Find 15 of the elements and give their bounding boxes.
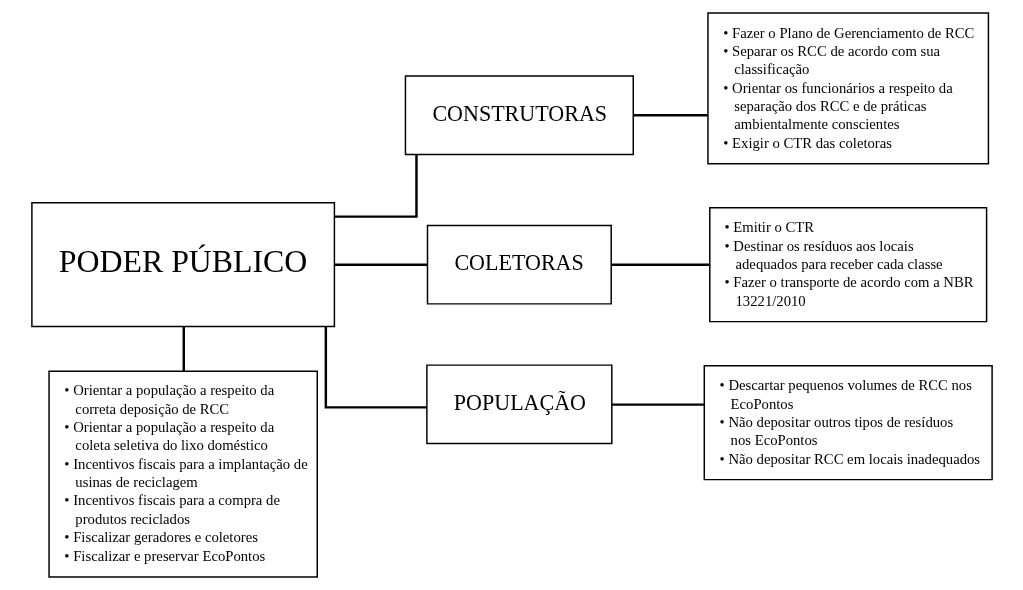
- node-box: POPULAÇÃO: [425, 364, 613, 445]
- connector: [611, 403, 704, 406]
- connector: [334, 263, 427, 266]
- node-box: • Descartar pequenos volumes de RCC nos EcoPontos • Não depositar outros tipos de resíduos nos EcoPontos • Não depositar RCC em locais inadequados: [703, 365, 993, 481]
- node-box: CONSTRUTORAS: [404, 75, 634, 156]
- connector: [632, 114, 708, 117]
- node-box: PODER PÚBLICO: [30, 202, 335, 328]
- connector: [610, 263, 710, 266]
- node-box: • Emitir o CTR • Destinar os resíduos aos locais adequados para receber cada classe • Fazer o transporte de acordo com a NBR 13221/2010: [708, 207, 987, 323]
- connector: [182, 326, 185, 371]
- node-box: COLETORAS: [426, 224, 612, 305]
- node-box: • Orientar a população a respeito da correta deposição de RCC • Orientar a população a respeito da coleta seletiva do lixo doméstico • Incentivos fiscais para a implantação de usinas de reciclagem • Incentivos fiscais para a compra de produtos reciclados • Fiscalizar geradores e coletores • Fiscalizar e preservar EcoPontos: [47, 370, 318, 578]
- node-box: • Fazer o Plano de Gerenciamento de RCC • Separar os RCC de acordo com sua classificação • Orientar os funcionários a respeito da separação dos RCC e de práticas ambientalmente conscientes • Exigir o CTR das coletoras: [706, 12, 989, 165]
- connector: [334, 154, 418, 218]
- connector: [324, 326, 427, 409]
